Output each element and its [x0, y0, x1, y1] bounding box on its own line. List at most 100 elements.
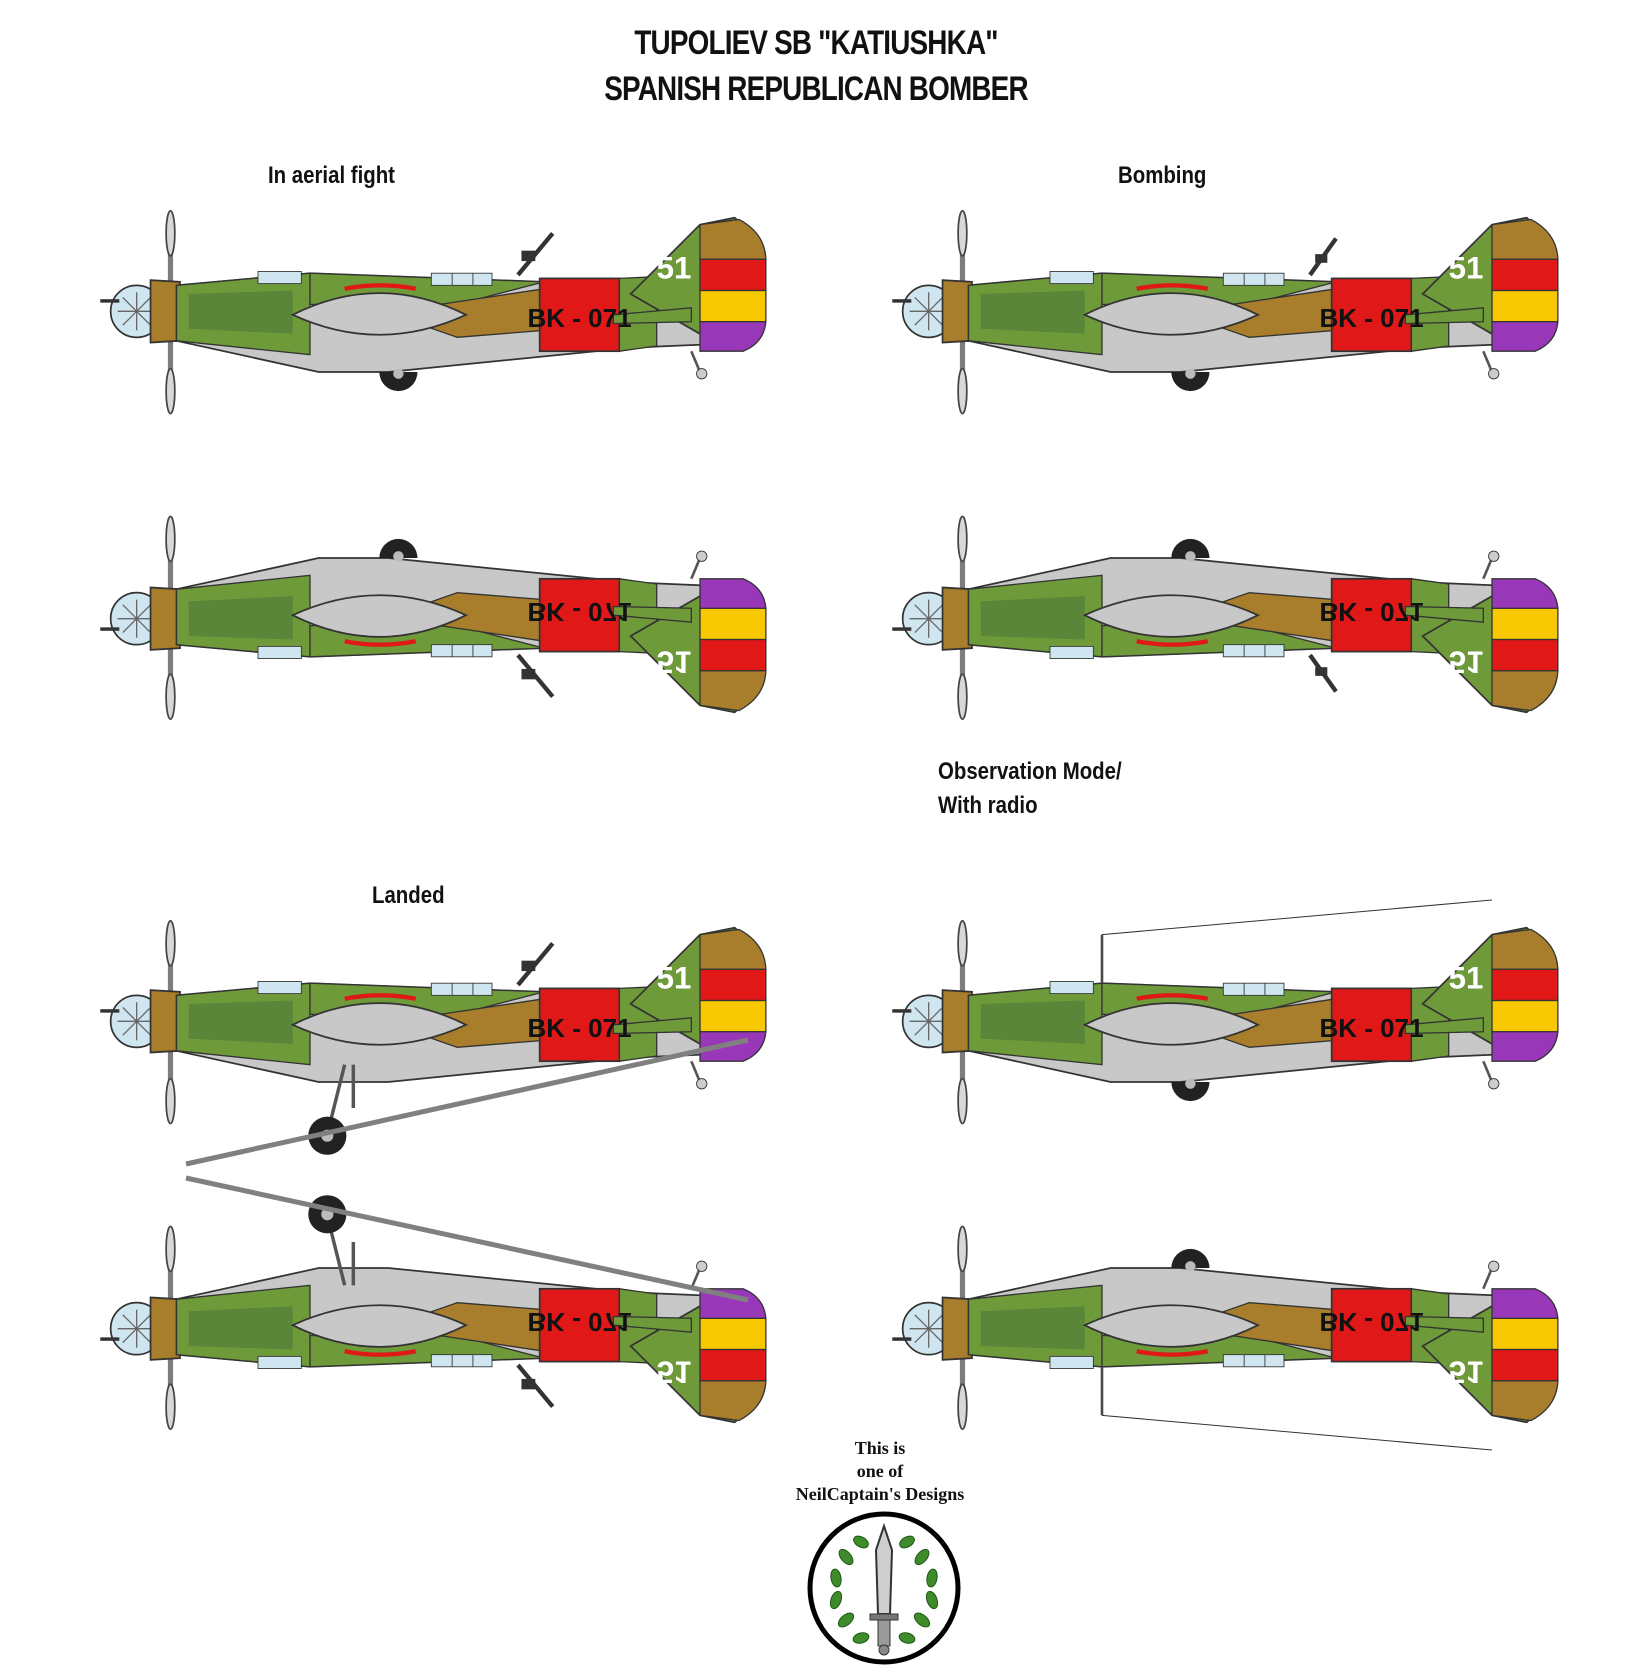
wing-root — [1082, 1002, 1261, 1046]
registration-mark: BK - 071 — [528, 597, 632, 627]
rudder-tricolour — [1491, 1288, 1559, 1422]
tailplane — [612, 1315, 692, 1333]
aircraft-radio-right-side: BK - 071 51 — [892, 1225, 1559, 1451]
dagger-icon — [869, 1522, 899, 1656]
credit-line3: NeilCaptain's Designs — [795, 1484, 965, 1504]
fuselage-windows — [1049, 1354, 1285, 1369]
red-fuselage-band — [1330, 1287, 1413, 1363]
fuselage-windows — [257, 981, 493, 996]
tail-wheel-icon — [1482, 1060, 1494, 1083]
camo-panel-engine — [188, 596, 293, 640]
wing-root — [290, 292, 469, 336]
caption-bombing: Bombing — [1118, 162, 1207, 189]
registration-mark: BK - 071 — [528, 1013, 632, 1043]
tail-number: 51 — [1449, 960, 1484, 995]
tail-number: 51 — [1449, 250, 1484, 285]
retracted-wheel-icon — [379, 368, 418, 392]
tailplane — [1404, 1017, 1484, 1035]
camo-panel-engine — [188, 290, 293, 334]
fuselage-windows — [257, 644, 493, 659]
credit-line2: one of — [856, 1461, 904, 1481]
tail-number: 51 — [657, 250, 692, 285]
tailplane — [1404, 1315, 1484, 1333]
red-fuselage-band — [1330, 577, 1413, 653]
rudder-tricolour — [699, 1288, 767, 1422]
caption-aerial-fight: In aerial fight — [268, 162, 395, 189]
canopy-stripe — [344, 993, 417, 1001]
laurel-wreath-icon — [829, 1535, 939, 1644]
tail-wheel-icon — [690, 350, 702, 373]
tailplane — [1404, 307, 1484, 325]
tail-wheel-icon — [1482, 557, 1494, 580]
tail-wheel-icon — [690, 557, 702, 580]
radio-antenna-icon — [1100, 899, 1493, 984]
tail-number: 51 — [657, 960, 692, 995]
aircraft-landed-left-side: BK - 071 51 — [100, 919, 767, 1155]
wing-root — [290, 1002, 469, 1046]
camo-panel-engine — [980, 290, 1085, 334]
fuselage-windows — [257, 271, 493, 286]
wing-root — [1082, 594, 1261, 638]
camo-panel-engine — [980, 596, 1085, 640]
registration-mark: BK - 071 — [1320, 597, 1424, 627]
dorsal-gun-icon — [1308, 237, 1338, 277]
retracted-wheel-icon — [1171, 368, 1210, 392]
wing-root — [290, 594, 469, 638]
rudder-tricolour — [1491, 928, 1559, 1062]
retracted-wheel-icon — [379, 538, 418, 562]
red-fuselage-band — [538, 987, 621, 1063]
fuselage-windows — [1049, 981, 1285, 996]
aircraft-landed-right-side: BK - 071 51 — [100, 1195, 767, 1431]
tail-wheel-icon — [1482, 1267, 1494, 1290]
tail-number: 51 — [1449, 645, 1484, 680]
tail-number: 51 — [657, 645, 692, 680]
tail-number: 51 — [1449, 1355, 1484, 1390]
aircraft-bombing-left-side: BK - 071 51 — [892, 209, 1559, 415]
dorsal-gun-icon — [516, 1363, 555, 1409]
retracted-wheel-icon — [1171, 1248, 1210, 1272]
rudder-tricolour — [1491, 218, 1559, 352]
camo-panel-engine — [980, 1000, 1085, 1044]
credit-line1: This is — [854, 1438, 906, 1458]
caption-landed: Landed — [372, 882, 445, 909]
registration-mark: BK - 071 — [528, 303, 632, 333]
canopy-stripe — [1136, 993, 1209, 1001]
dorsal-gun-icon — [516, 231, 555, 277]
caption-observation-line1: Observation Mode/ — [938, 758, 1122, 785]
tail-wheel-icon — [690, 1060, 702, 1083]
fuselage-windows — [1049, 271, 1285, 286]
canopy-stripe — [1136, 639, 1209, 647]
fuselage-windows — [1049, 644, 1285, 659]
caption-observation-line2: With radio — [938, 792, 1038, 819]
dorsal-gun-icon — [1308, 653, 1338, 693]
tail-number: 51 — [657, 1355, 692, 1390]
wing-root — [1082, 1304, 1261, 1348]
canopy-stripe — [344, 1349, 417, 1357]
page-title-line1: TUPOLIEV SB "KATIUSHKA" — [634, 24, 998, 62]
registration-mark: BK - 071 — [1320, 303, 1424, 333]
rudder-tricolour — [699, 928, 767, 1062]
registration-mark: BK - 071 — [1320, 1307, 1424, 1337]
canopy-stripe — [344, 639, 417, 647]
rudder-tricolour — [1491, 578, 1559, 712]
tailplane — [1404, 605, 1484, 623]
canopy-stripe — [344, 283, 417, 291]
tail-wheel-icon — [690, 1267, 702, 1290]
radio-antenna-icon — [1100, 1366, 1493, 1451]
tailplane — [612, 1017, 692, 1035]
fuselage-windows — [257, 1354, 493, 1369]
canopy-stripe — [1136, 283, 1209, 291]
tailplane — [612, 307, 692, 325]
aircraft-aerial-fight-left-side: BK - 071 51 — [100, 209, 767, 415]
tail-wheel-icon — [1482, 350, 1494, 373]
red-fuselage-band — [1330, 987, 1413, 1063]
tailplane — [612, 605, 692, 623]
dorsal-gun-icon — [516, 941, 555, 987]
dorsal-gun-icon — [516, 653, 555, 699]
registration-mark: BK - 071 — [528, 1307, 632, 1337]
canopy-stripe — [1136, 1349, 1209, 1357]
retracted-wheel-icon — [1171, 538, 1210, 562]
